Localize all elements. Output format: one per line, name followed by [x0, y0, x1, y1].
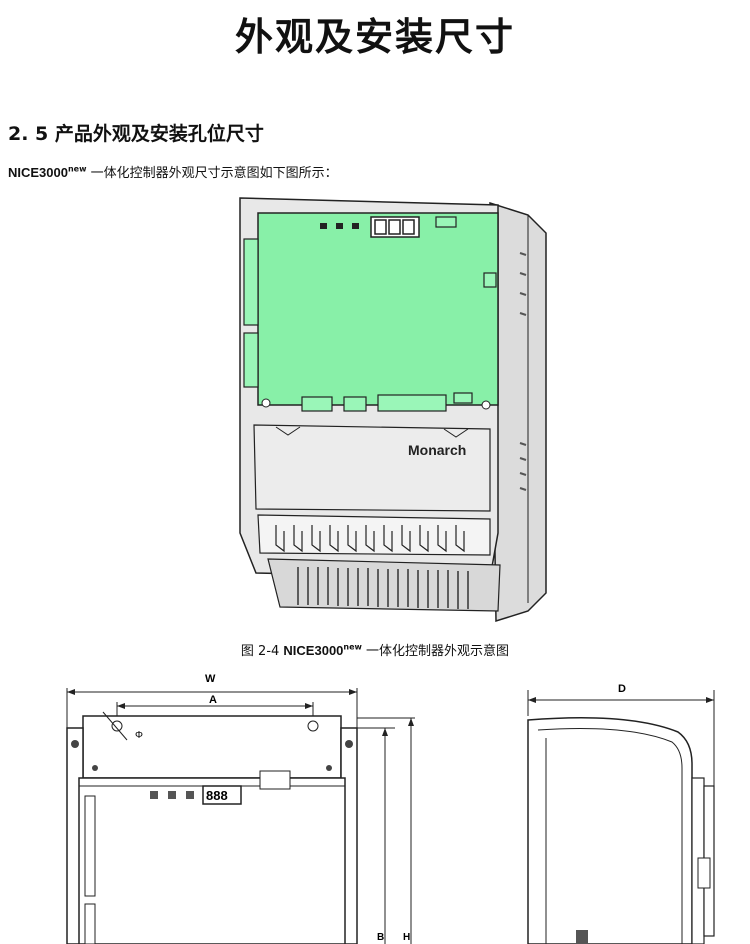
dim-a-label: A: [209, 694, 217, 706]
intro-superscript: new: [67, 164, 87, 174]
display-digits: 888: [206, 788, 228, 803]
caption-text: 一体化控制器外观示意图: [361, 644, 510, 659]
front-view-drawing: W A Φ 888 B H: [66, 673, 415, 944]
intro-text: 一体化控制器外观尺寸示意图如下图所示：: [86, 166, 338, 181]
figure-caption: 图 2-4 NICE3000new 一体化控制器外观示意图: [0, 640, 750, 659]
intro-model: NICE3000: [8, 165, 68, 180]
dim-h-label: H: [403, 932, 410, 943]
dim-d-label: D: [618, 683, 626, 695]
brand-label: Monarch: [408, 442, 466, 458]
section-heading: 2. 5 产品外观及安装孔位尺寸: [8, 119, 264, 146]
hole-diameter-label: Φ: [135, 730, 143, 741]
page-title: 外观及安装尺寸: [234, 14, 515, 59]
caption-model: NICE3000: [283, 643, 344, 658]
intro-paragraph: NICE3000new 一体化控制器外观尺寸示意图如下图所示：: [8, 162, 338, 181]
section-heading-text: 产品外观及安装孔位尺寸: [54, 123, 264, 145]
dim-w-label: W: [205, 673, 216, 685]
dim-b-label: B: [377, 932, 384, 943]
caption-superscript: new: [343, 642, 362, 652]
caption-prefix: 图 2-4: [240, 644, 284, 659]
side-view-drawing: D: [527, 683, 715, 944]
section-number: 2. 5: [8, 123, 49, 145]
control-board: [257, 212, 499, 406]
controller-illustration: Monarch: [239, 197, 547, 623]
